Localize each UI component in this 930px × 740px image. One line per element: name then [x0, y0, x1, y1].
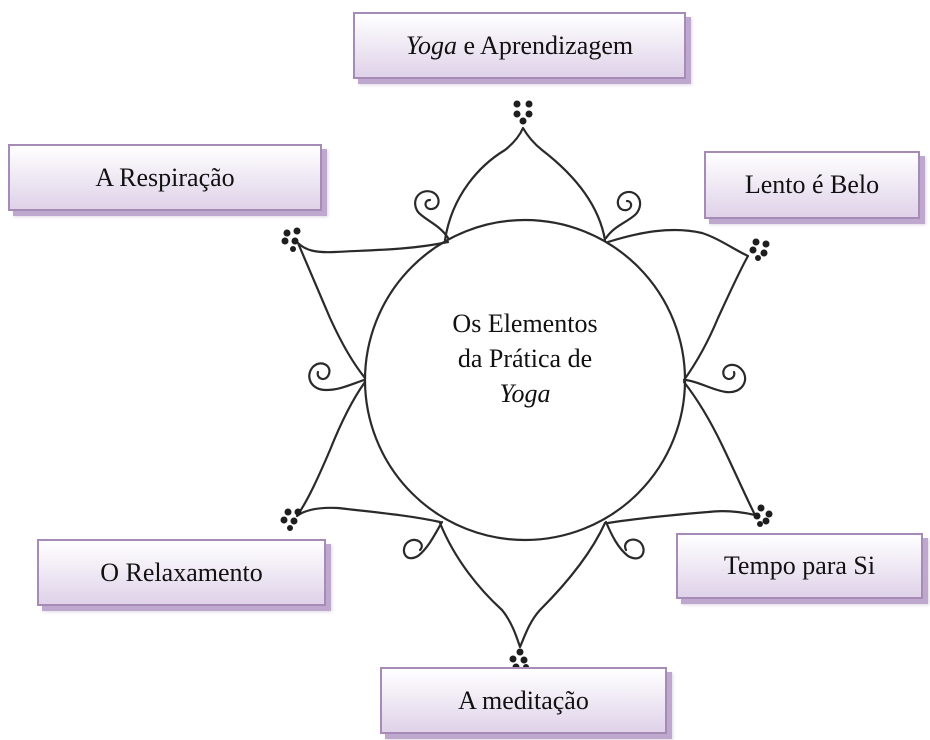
- dots-lower-left: [280, 508, 302, 531]
- center-title-line1: Os Elementos: [452, 309, 598, 338]
- curl-top-right: [604, 190, 642, 240]
- element-box-top-left-label: A Respiração: [95, 162, 235, 192]
- petal-bottom: [438, 521, 607, 649]
- petal-upper-left: [296, 240, 450, 380]
- curl-left: [308, 362, 366, 392]
- element-box-bottom-left-label: O Relaxamento: [100, 557, 263, 587]
- dots-lower-right: [753, 504, 773, 527]
- element-box-bottom-right-label: Tempo para Si: [723, 551, 876, 580]
- curl-bottom-right: [604, 520, 645, 560]
- element-box-respiracao: A Respiração: [8, 144, 322, 211]
- petal-top: [443, 126, 607, 242]
- curl-right: [684, 363, 747, 394]
- element-box-lento-e-belo: Lento é Belo: [704, 151, 920, 219]
- center-title-line3: Yoga: [499, 379, 551, 408]
- dots-top: [513, 100, 533, 125]
- element-box-top-right-label: Lento é Belo: [744, 170, 880, 199]
- center-title-line2: da Prática de: [457, 344, 593, 373]
- petal-lower-left: [295, 380, 442, 524]
- element-box-bottom-label: A meditação: [458, 685, 589, 715]
- element-box-meditacao: A meditação: [380, 667, 667, 734]
- element-box-tempo-para-si: Tempo para Si: [676, 533, 923, 599]
- dots-upper-right: [749, 238, 770, 261]
- curl-top-left: [414, 190, 450, 240]
- curl-bottom-left: [402, 520, 444, 560]
- petal-upper-right: [606, 228, 750, 382]
- element-box-yoga-aprendizagem: Yoga e Aprendizagem: [353, 12, 686, 79]
- element-box-relaxamento: O Relaxamento: [37, 539, 326, 606]
- element-box-top-rest: e Aprendizagem: [456, 30, 634, 60]
- center-title: Os Elementos da Prática de Yoga: [395, 306, 655, 411]
- element-box-top-emph: Yoga: [405, 30, 457, 60]
- dots-upper-left: [281, 227, 301, 252]
